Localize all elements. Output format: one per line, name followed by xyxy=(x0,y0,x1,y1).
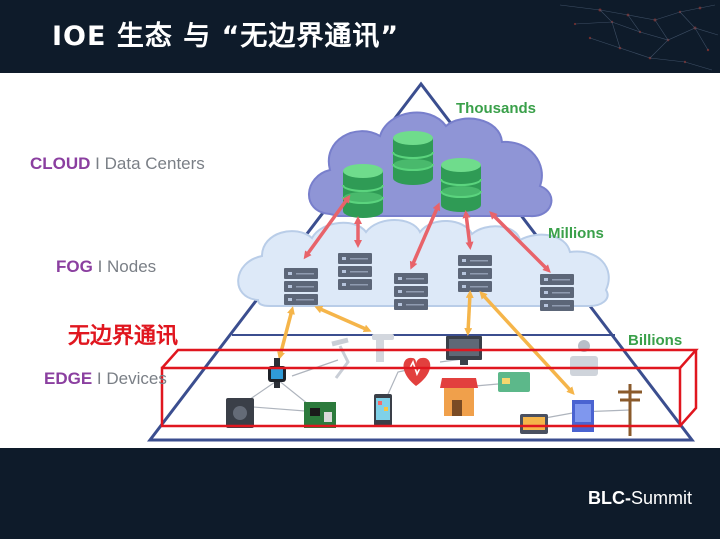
server-icon xyxy=(458,255,492,292)
brand-bold: BLC- xyxy=(587,488,631,508)
cloud-fog-arrows xyxy=(303,194,551,273)
robot-icon xyxy=(570,340,598,432)
heart-rate-icon xyxy=(403,357,431,386)
database-icon xyxy=(440,157,482,213)
layer-desc: Data Centers xyxy=(104,154,205,173)
tablet-icon xyxy=(520,414,548,434)
ioe-pyramid-diagram xyxy=(146,81,699,442)
fog-edge-arrows xyxy=(277,290,575,395)
layer-separator: I xyxy=(92,369,107,388)
slide-footer: BLC-Summit xyxy=(0,448,720,539)
server-icon xyxy=(394,273,428,310)
server-icon xyxy=(338,253,372,290)
storefront-icon xyxy=(440,378,478,416)
layer-key: CLOUD xyxy=(30,154,91,173)
count-label-fog: Millions xyxy=(548,225,604,242)
smartwatch-icon xyxy=(268,358,286,388)
server-icon xyxy=(540,274,574,311)
count-label-cloud: Thousands xyxy=(456,100,537,117)
brand-rest: Summit xyxy=(630,488,692,508)
layer-desc: Devices xyxy=(106,369,167,388)
slide-header: IOE 生态 与 “无边界通讯” xyxy=(0,0,720,73)
layer-label-cloud: CLOUD I Data Centers xyxy=(30,154,205,174)
server-icon xyxy=(284,268,318,305)
network-map-decoration xyxy=(559,4,719,71)
layer-label-fog: FOG I Nodes xyxy=(56,257,156,277)
brand-logo-text: BLC-Summit xyxy=(588,488,692,509)
safe-icon xyxy=(226,398,254,428)
borderless-communication-box xyxy=(160,348,699,428)
layer-separator: I xyxy=(90,154,105,173)
desk-lamp-icon xyxy=(331,337,350,379)
layer-label-edge: EDGE I Devices xyxy=(44,369,167,389)
borderless-communication-label: 无边界通讯 xyxy=(68,324,179,349)
circuit-board-icon xyxy=(304,402,336,428)
faucet-icon xyxy=(372,334,394,362)
monitor-icon xyxy=(446,336,482,365)
database-icon xyxy=(392,130,434,186)
credit-card-icon xyxy=(498,372,530,392)
layer-key: EDGE xyxy=(44,369,93,388)
slide-title: IOE 生态 与 “无边界通讯” xyxy=(52,21,400,52)
count-label-edge: Billions xyxy=(628,332,683,349)
utility-pole-icon xyxy=(618,384,642,436)
database-icon xyxy=(342,163,384,219)
layer-key: FOG xyxy=(56,257,93,276)
layer-separator: I xyxy=(92,257,108,276)
smartphone-icon xyxy=(374,394,392,426)
layer-desc: Nodes xyxy=(107,257,157,276)
